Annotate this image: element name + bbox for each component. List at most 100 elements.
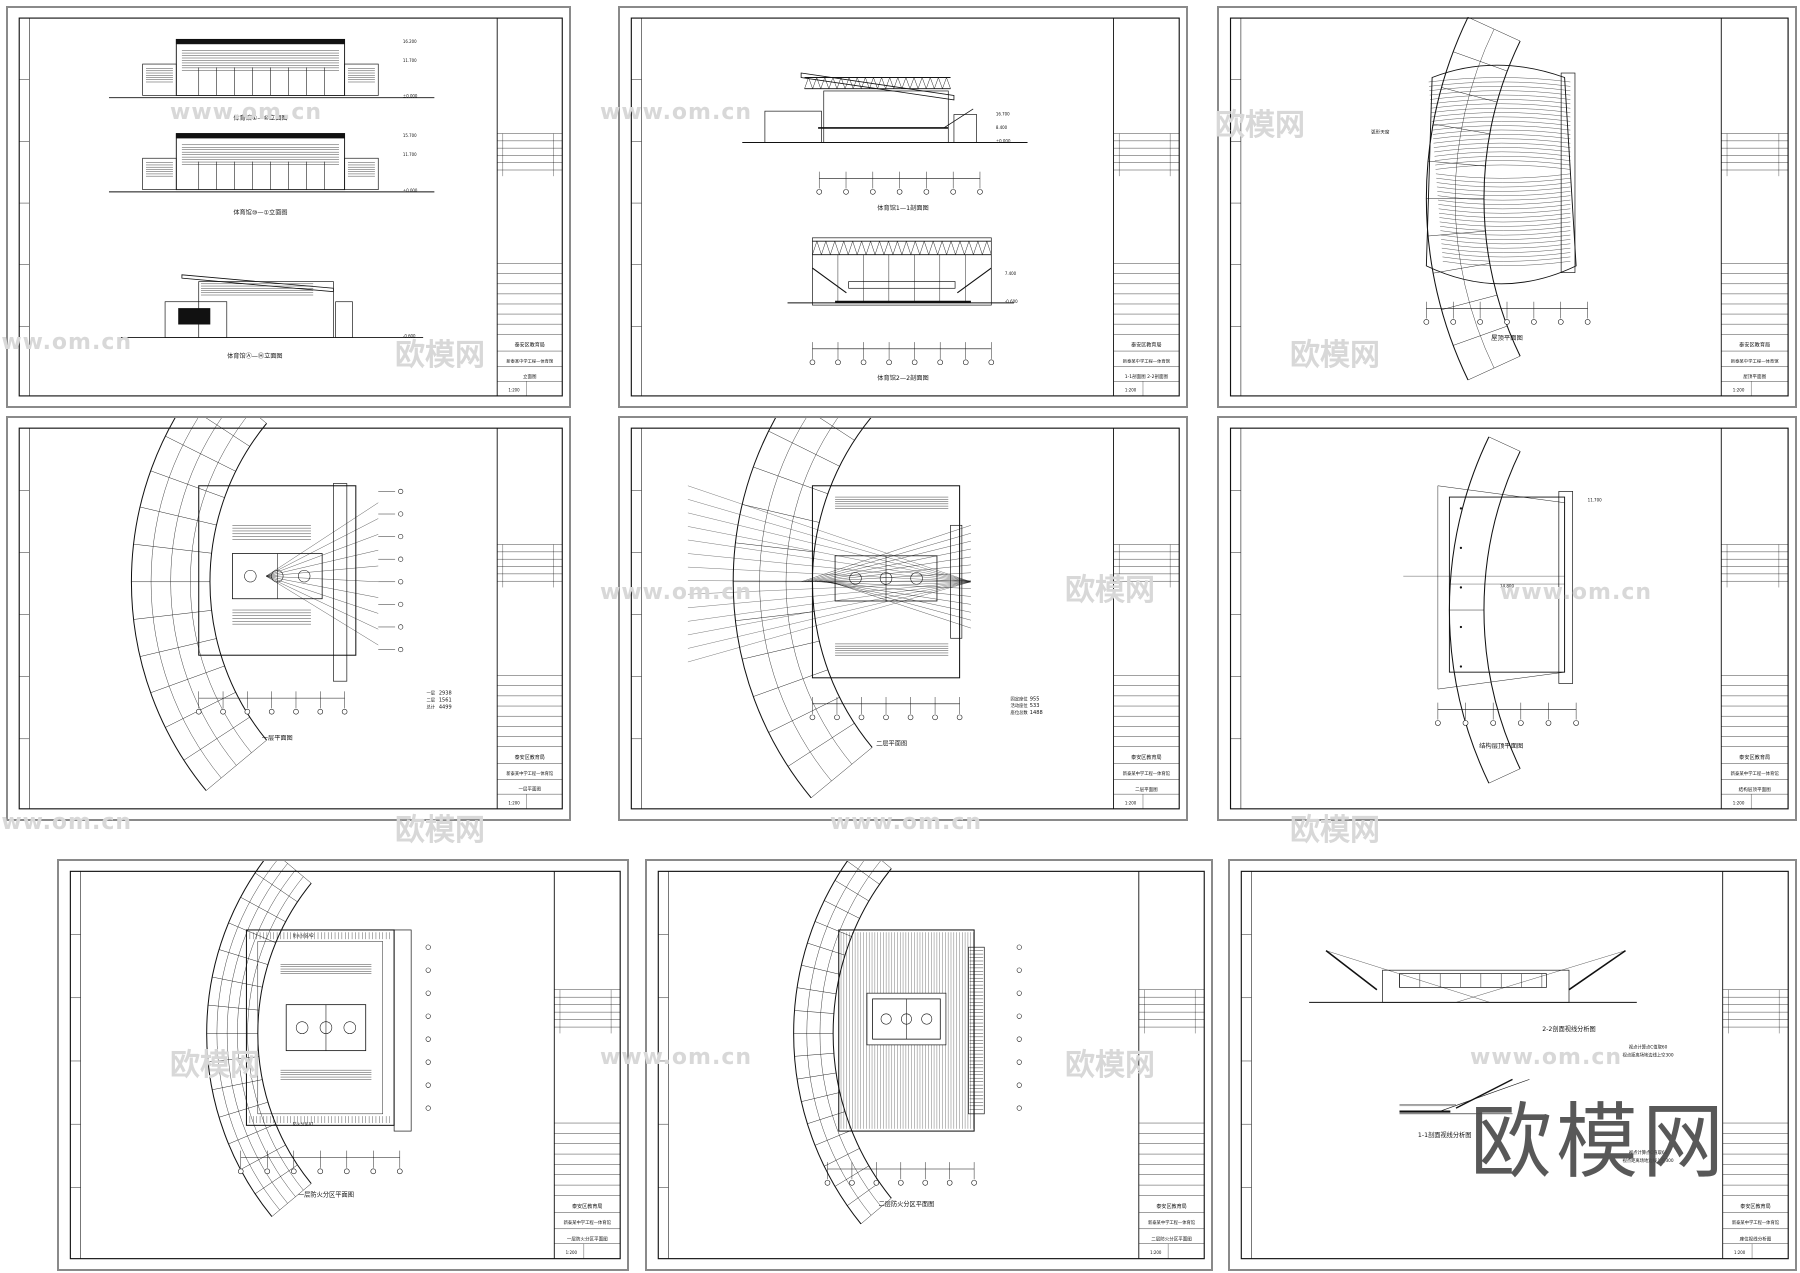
title-block-drawing-title: 屋顶平面图 <box>1743 374 1766 380</box>
axis-bubble <box>923 189 930 195</box>
title-block-client: 泰安区教育局 <box>1739 753 1770 761</box>
axis-bubble <box>425 1036 431 1042</box>
stat-value: 1488 <box>1030 710 1043 716</box>
axis-bubble <box>1016 1105 1022 1111</box>
axis-bubble <box>1573 720 1579 726</box>
axis-bubble <box>1016 1013 1022 1019</box>
axis-bubble <box>911 359 918 366</box>
axis-bubble <box>398 579 404 585</box>
title-block-drawing-title: 二层防火分区平面图 <box>1151 1235 1192 1242</box>
title-block-scale: 1:200 <box>1734 1250 1746 1255</box>
axis-bubble <box>922 1179 929 1186</box>
title-block-scale: 1:200 <box>1733 800 1745 805</box>
drawing-caption: 屋顶平面图 <box>1491 334 1523 342</box>
axis-bubble <box>870 189 876 195</box>
title-block-scale: 1:200 <box>1125 800 1137 805</box>
level-mark: ±0.000 <box>996 139 1011 144</box>
axis-bubble <box>1435 720 1441 726</box>
drawing-caption: 体育馆Ⓐ—Ⓗ立面图 <box>227 352 282 360</box>
axis-bubble <box>425 944 431 950</box>
axis-bubble <box>962 359 969 366</box>
drawing-caption: 体育馆①—⑩立面图 <box>233 114 287 122</box>
axis-bubble <box>398 624 404 630</box>
axis-bubble <box>1504 319 1510 325</box>
axis-bubble <box>824 1179 831 1186</box>
title-block-client: 泰安区教育局 <box>515 754 545 761</box>
axis-bubble <box>946 1179 953 1186</box>
axis-bubble <box>1531 319 1537 325</box>
title-block-project: 新泰某中学工程—体育馆 <box>506 357 553 364</box>
axis-bubble <box>398 556 404 562</box>
stat-label: 座位总数 <box>1011 709 1029 716</box>
title-block-project: 新泰某中学工程—体育馆 <box>1148 1219 1196 1226</box>
axis-bubble <box>425 1082 431 1088</box>
axis-bubble <box>834 714 840 721</box>
level-mark: -0.600 <box>1005 299 1018 304</box>
drawing-caption: 一层平面图 <box>262 735 293 742</box>
level-mark: 15.700 <box>403 133 417 138</box>
axis-bubble <box>956 714 963 721</box>
axis-bubble <box>195 708 202 715</box>
drawing-caption: 结构层顶平面图 <box>1479 741 1523 750</box>
title-block-project: 新泰某中学工程—体育馆 <box>1732 1219 1780 1226</box>
drawing-caption: 体育馆1—1剖面图 <box>877 204 928 212</box>
title-block-client: 泰安区教育局 <box>1131 342 1161 349</box>
note-text: 视点计算点C值取60 <box>1629 1043 1668 1050</box>
axis-bubble <box>370 1168 377 1175</box>
axis-bubble <box>317 708 324 715</box>
axis-bubble <box>220 708 226 715</box>
axis-bubble <box>244 708 251 715</box>
drawing-caption: 二层防火分区平面图 <box>879 1199 935 1208</box>
axis-bubble <box>1016 967 1022 973</box>
brand-watermark-logo: 欧模网 <box>1470 1095 1729 1190</box>
axis-bubble <box>1450 319 1457 325</box>
title-block-project: 新泰某中学工程—体育馆 <box>1731 770 1780 777</box>
level-mark: -0.600 <box>403 334 416 339</box>
stat-value: 1561 <box>439 698 452 704</box>
axis-bubble <box>1490 720 1496 726</box>
axis-bubble <box>849 1179 855 1186</box>
axis-bubble <box>317 1168 324 1175</box>
roof-outline <box>1425 64 1577 285</box>
axis-bubble <box>932 714 938 721</box>
axis-bubble <box>425 1059 431 1065</box>
axis-bubble <box>816 189 823 195</box>
sheet-canvas: 泰安区教育局新泰某中学工程—体育馆座位视线分析图1:2002-2剖面视线分析图视… <box>1240 870 1789 1260</box>
axis-bubble <box>809 714 816 721</box>
title-block-project: 新泰某中学工程—体育馆 <box>564 1219 612 1226</box>
title-block-drawing-title: 一层防火分区平面图 <box>567 1235 608 1242</box>
axis-bubble <box>425 990 431 996</box>
axis-bubble <box>809 359 816 366</box>
axis-bubble <box>425 967 431 973</box>
level-mark: 16.200 <box>403 39 417 44</box>
axis-bubble <box>237 1168 244 1175</box>
stat-label: 一层 <box>427 691 436 697</box>
drawing-caption: 二层平面图 <box>876 741 907 748</box>
stat-value: 955 <box>1030 696 1040 702</box>
note-text: 视点距离场地边线上空300 <box>1623 1157 1674 1164</box>
title-block-scale: 1:200 <box>1125 387 1137 392</box>
title-block-client: 泰安区教育局 <box>515 342 545 349</box>
